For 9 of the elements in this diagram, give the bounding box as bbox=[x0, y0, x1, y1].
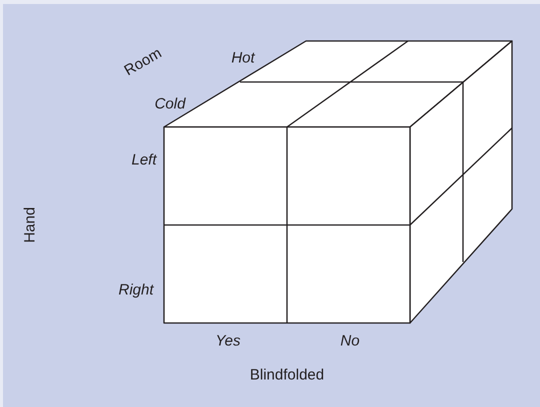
axis-label: Blindfolded bbox=[250, 368, 324, 382]
level-label: Left bbox=[131, 152, 157, 168]
level-label: Yes bbox=[215, 334, 241, 348]
level-label: Right bbox=[118, 282, 154, 298]
level-label: Hot bbox=[231, 50, 255, 66]
axis-label: Room bbox=[122, 46, 164, 78]
level-label: Cold bbox=[154, 96, 186, 112]
level-label: No bbox=[340, 334, 360, 348]
axis-label: Hand bbox=[22, 207, 38, 243]
